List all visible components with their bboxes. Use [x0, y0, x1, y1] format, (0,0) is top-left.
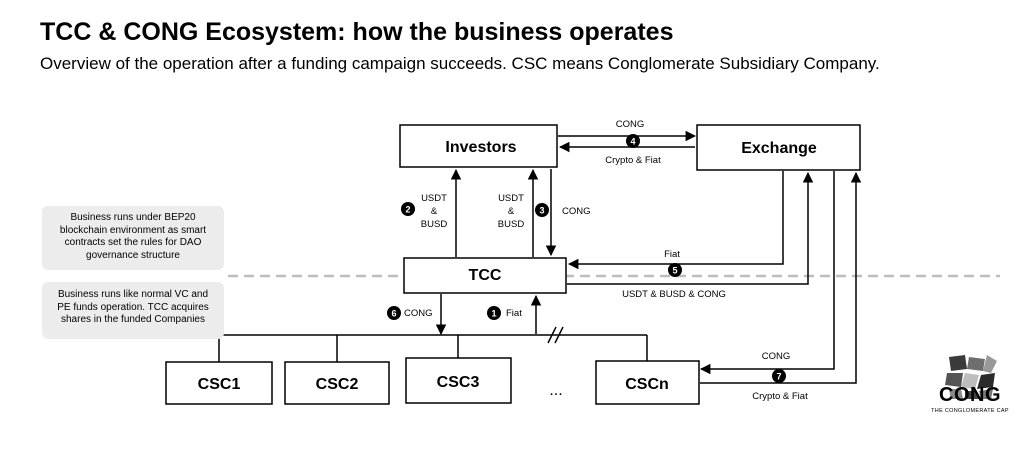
- note-top-line: blockchain environment as smart: [59, 224, 207, 236]
- csc-bus: [218, 326, 648, 362]
- note-top-line: governance structure: [86, 249, 180, 261]
- csc1-node: CSC1: [165, 361, 273, 405]
- flow-2-step: 2: [405, 205, 410, 215]
- note-vc-layer: Business runs like normal VC and PE fund…: [42, 282, 224, 339]
- flow-4-label-top: CONG: [616, 119, 645, 130]
- note-bottom-line: shares in the funded Companies: [61, 314, 205, 325]
- flow-3-label: CONG: [562, 206, 591, 217]
- flow-3-label-1: USDT: [498, 193, 524, 204]
- csc1-label: CSC1: [198, 376, 241, 393]
- csc2-node: CSC2: [284, 361, 390, 405]
- investors-node: Investors: [399, 124, 558, 168]
- flow-7-step: 7: [776, 372, 781, 382]
- flow-6-label: CONG: [404, 308, 433, 319]
- note-top-line: Business runs under BEP20: [70, 212, 196, 223]
- csc-ellipsis: ...: [549, 382, 562, 399]
- cscn-node: CSCn: [595, 360, 700, 405]
- csc2-label: CSC2: [316, 376, 359, 393]
- flow-6-step: 6: [391, 309, 396, 319]
- flow-5-label-top: Fiat: [664, 249, 680, 260]
- page-subtitle: Overview of the operation after a fundin…: [40, 54, 880, 73]
- flow-5-label-bottom: USDT & BUSD & CONG: [622, 289, 726, 300]
- flow-7-label-top: CONG: [762, 351, 791, 362]
- page-title: TCC & CONG Ecosystem: how the business o…: [40, 18, 674, 46]
- tcc-label: TCC: [469, 267, 502, 284]
- flow-5-step: 5: [672, 266, 677, 276]
- flow-2: 2 USDT & BUSD: [401, 168, 462, 257]
- csc3-node: CSC3: [405, 357, 512, 404]
- note-bottom-line: PE funds operation. TCC acquires: [57, 301, 209, 313]
- logo-wordmark: CONG: [939, 384, 1001, 406]
- flow-4-step: 4: [630, 137, 635, 147]
- flow-2-label-1: USDT: [421, 193, 447, 204]
- flow-1-label: Fiat: [506, 308, 522, 319]
- flow-2-label-2: &: [431, 206, 438, 217]
- exchange-label: Exchange: [741, 140, 817, 157]
- csc3-label: CSC3: [437, 374, 480, 391]
- flow-7-label-bottom: Crypto & Fiat: [752, 391, 808, 402]
- flow-1: 1 Fiat: [487, 294, 542, 334]
- bus-break-mark-2: [554, 326, 564, 344]
- cscn-label: CSCn: [625, 376, 669, 393]
- flow-4-label-bottom: Crypto & Fiat: [605, 155, 661, 166]
- flow-7: CONG 7 Crypto & Fiat: [699, 171, 862, 402]
- exchange-node: Exchange: [696, 124, 861, 171]
- bus-break-mark-1: [547, 326, 557, 344]
- tcc-node: TCC: [403, 257, 567, 294]
- note-blockchain-layer: Business runs under BEP20 blockchain env…: [42, 206, 224, 270]
- flow-6: 6 CONG: [387, 294, 447, 336]
- note-top-line: contracts set the rules for DAO: [64, 237, 202, 248]
- investors-label: Investors: [445, 139, 516, 156]
- note-bottom-line: Business runs like normal VC and: [57, 289, 209, 300]
- flow-2-label-3: BUSD: [421, 219, 448, 230]
- flow-4: CONG 4 Crypto & Fiat: [558, 119, 697, 166]
- flow-5: Fiat 5 USDT & BUSD & CONG: [567, 171, 814, 300]
- flow-1-step: 1: [491, 309, 496, 319]
- flow-3-label-2: &: [508, 206, 515, 217]
- logo-tagline: THE CONGLOMERATE CAP: [931, 408, 1009, 414]
- cong-mosaic-logo-icon: [945, 355, 997, 399]
- flow-3: USDT & BUSD 3 CONG: [498, 168, 591, 257]
- flow-3-step: 3: [539, 206, 544, 216]
- flow-3-label-3: BUSD: [498, 219, 525, 230]
